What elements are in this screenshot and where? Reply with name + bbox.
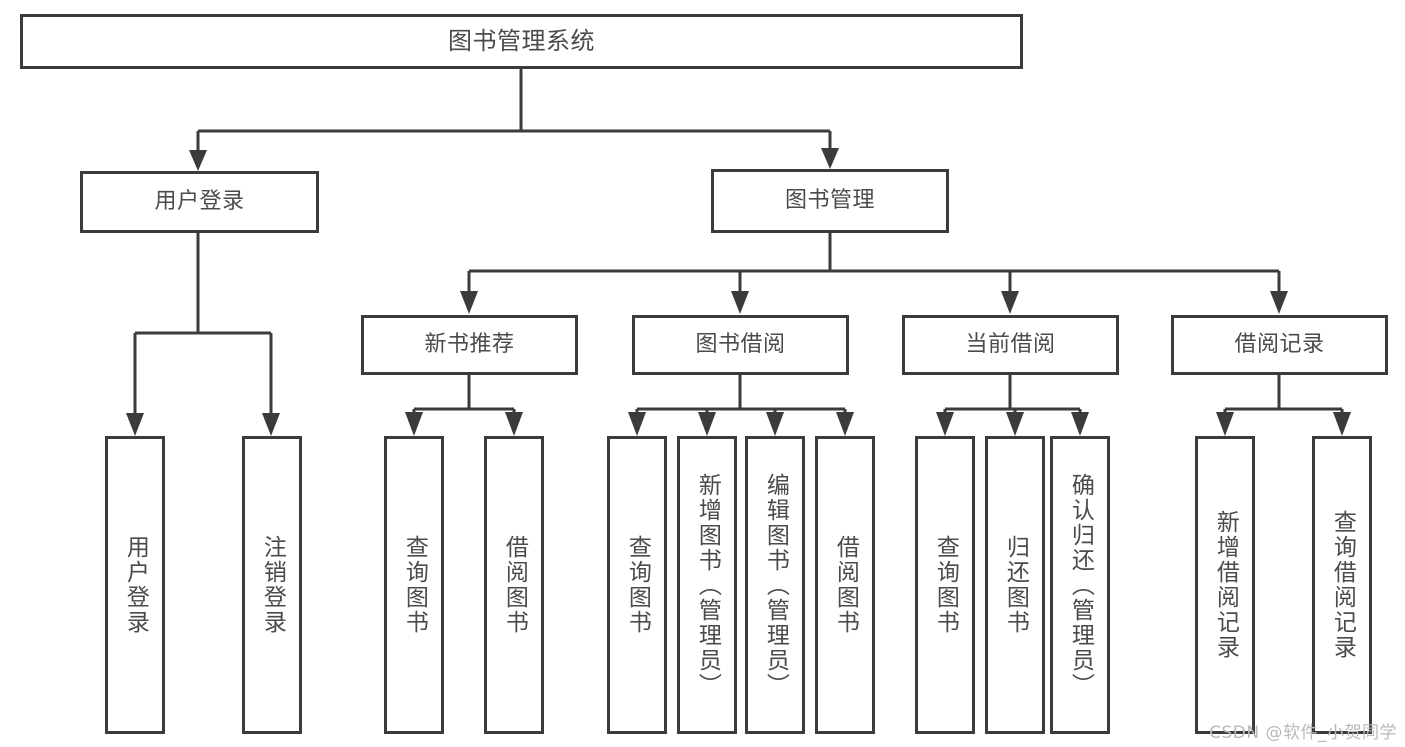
node-new-book-recommend[interactable]: 新书推荐 [361,315,578,375]
node-book-management-label: 图书管理 [784,188,875,214]
arrow-ul-2 [262,413,280,436]
node-user-login[interactable]: 用户登录 [80,171,319,233]
leaf-nb-query-book[interactable]: 查询图书 [384,436,444,734]
arrow-book-manage [821,148,839,169]
leaf-bb-borrow-book[interactable]: 借阅图书 [815,436,875,734]
leaf-cb-confirm-return[interactable]: 确认归还（管理员） [1050,436,1110,734]
leaf-bb-add-book[interactable]: 新增图书（管理员） [677,436,737,734]
arrow-l3-4 [1270,291,1288,314]
arrow-ul-1 [126,413,144,436]
leaf-br-add-record-label: 新增借阅记录 [1212,510,1239,660]
node-book-management[interactable]: 图书管理 [711,169,949,233]
arrow-l3-3 [1001,291,1019,314]
leaf-bb-borrow-book-label: 借阅图书 [832,535,859,635]
arrow-bb-4 [836,412,854,436]
node-book-borrow-label: 图书借阅 [695,332,786,358]
arrow-bb-1 [628,412,646,436]
leaf-cb-return-book-label: 归还图书 [1002,535,1029,635]
leaf-cb-query-book[interactable]: 查询图书 [915,436,975,734]
leaf-bb-edit-book-label: 编辑图书（管理员） [762,472,789,698]
node-root-label: 图书管理系统 [448,27,595,56]
arrow-user-login [189,150,207,171]
leaf-cb-confirm-return-label: 确认归还（管理员） [1067,472,1094,698]
node-root[interactable]: 图书管理系统 [20,14,1023,69]
leaf-bb-query-book-label: 查询图书 [624,535,651,635]
leaf-logout-label: 注销登录 [259,535,286,635]
node-new-book-recommend-label: 新书推荐 [424,332,515,358]
node-current-borrow-label: 当前借阅 [965,332,1056,358]
arrow-nb-2 [505,412,523,436]
leaf-bb-query-book[interactable]: 查询图书 [607,436,667,734]
arrow-bb-3 [766,412,784,436]
leaf-logout[interactable]: 注销登录 [242,436,302,734]
leaf-br-add-record[interactable]: 新增借阅记录 [1195,436,1255,734]
node-user-login-label: 用户登录 [154,189,245,215]
watermark: CSDN @软件_小贺同学 [1209,723,1397,743]
leaf-cb-query-book-label: 查询图书 [932,535,959,635]
leaf-nb-borrow-book-label: 借阅图书 [501,535,528,635]
leaf-user-login[interactable]: 用户登录 [105,436,165,734]
arrow-br-1 [1216,412,1234,436]
node-book-borrow[interactable]: 图书借阅 [632,315,849,375]
arrow-nb-1 [405,412,423,436]
node-borrow-record-label: 借阅记录 [1234,332,1325,358]
arrow-l3-1 [460,291,478,314]
leaf-bb-add-book-label: 新增图书（管理员） [694,472,721,698]
node-current-borrow[interactable]: 当前借阅 [902,315,1119,375]
node-borrow-record[interactable]: 借阅记录 [1171,315,1388,375]
leaf-nb-borrow-book[interactable]: 借阅图书 [484,436,544,734]
arrow-cb-3 [1071,412,1089,436]
arrow-cb-2 [1006,412,1024,436]
arrow-br-2 [1333,412,1351,436]
leaf-cb-return-book[interactable]: 归还图书 [985,436,1045,734]
leaf-br-query-record[interactable]: 查询借阅记录 [1312,436,1372,734]
leaf-br-query-record-label: 查询借阅记录 [1329,510,1356,660]
arrow-bb-2 [698,412,716,436]
leaf-nb-query-book-label: 查询图书 [401,535,428,635]
leaf-user-login-label: 用户登录 [122,535,149,635]
leaf-bb-edit-book[interactable]: 编辑图书（管理员） [745,436,805,734]
arrow-cb-1 [936,412,954,436]
arrow-l3-2 [731,291,749,314]
